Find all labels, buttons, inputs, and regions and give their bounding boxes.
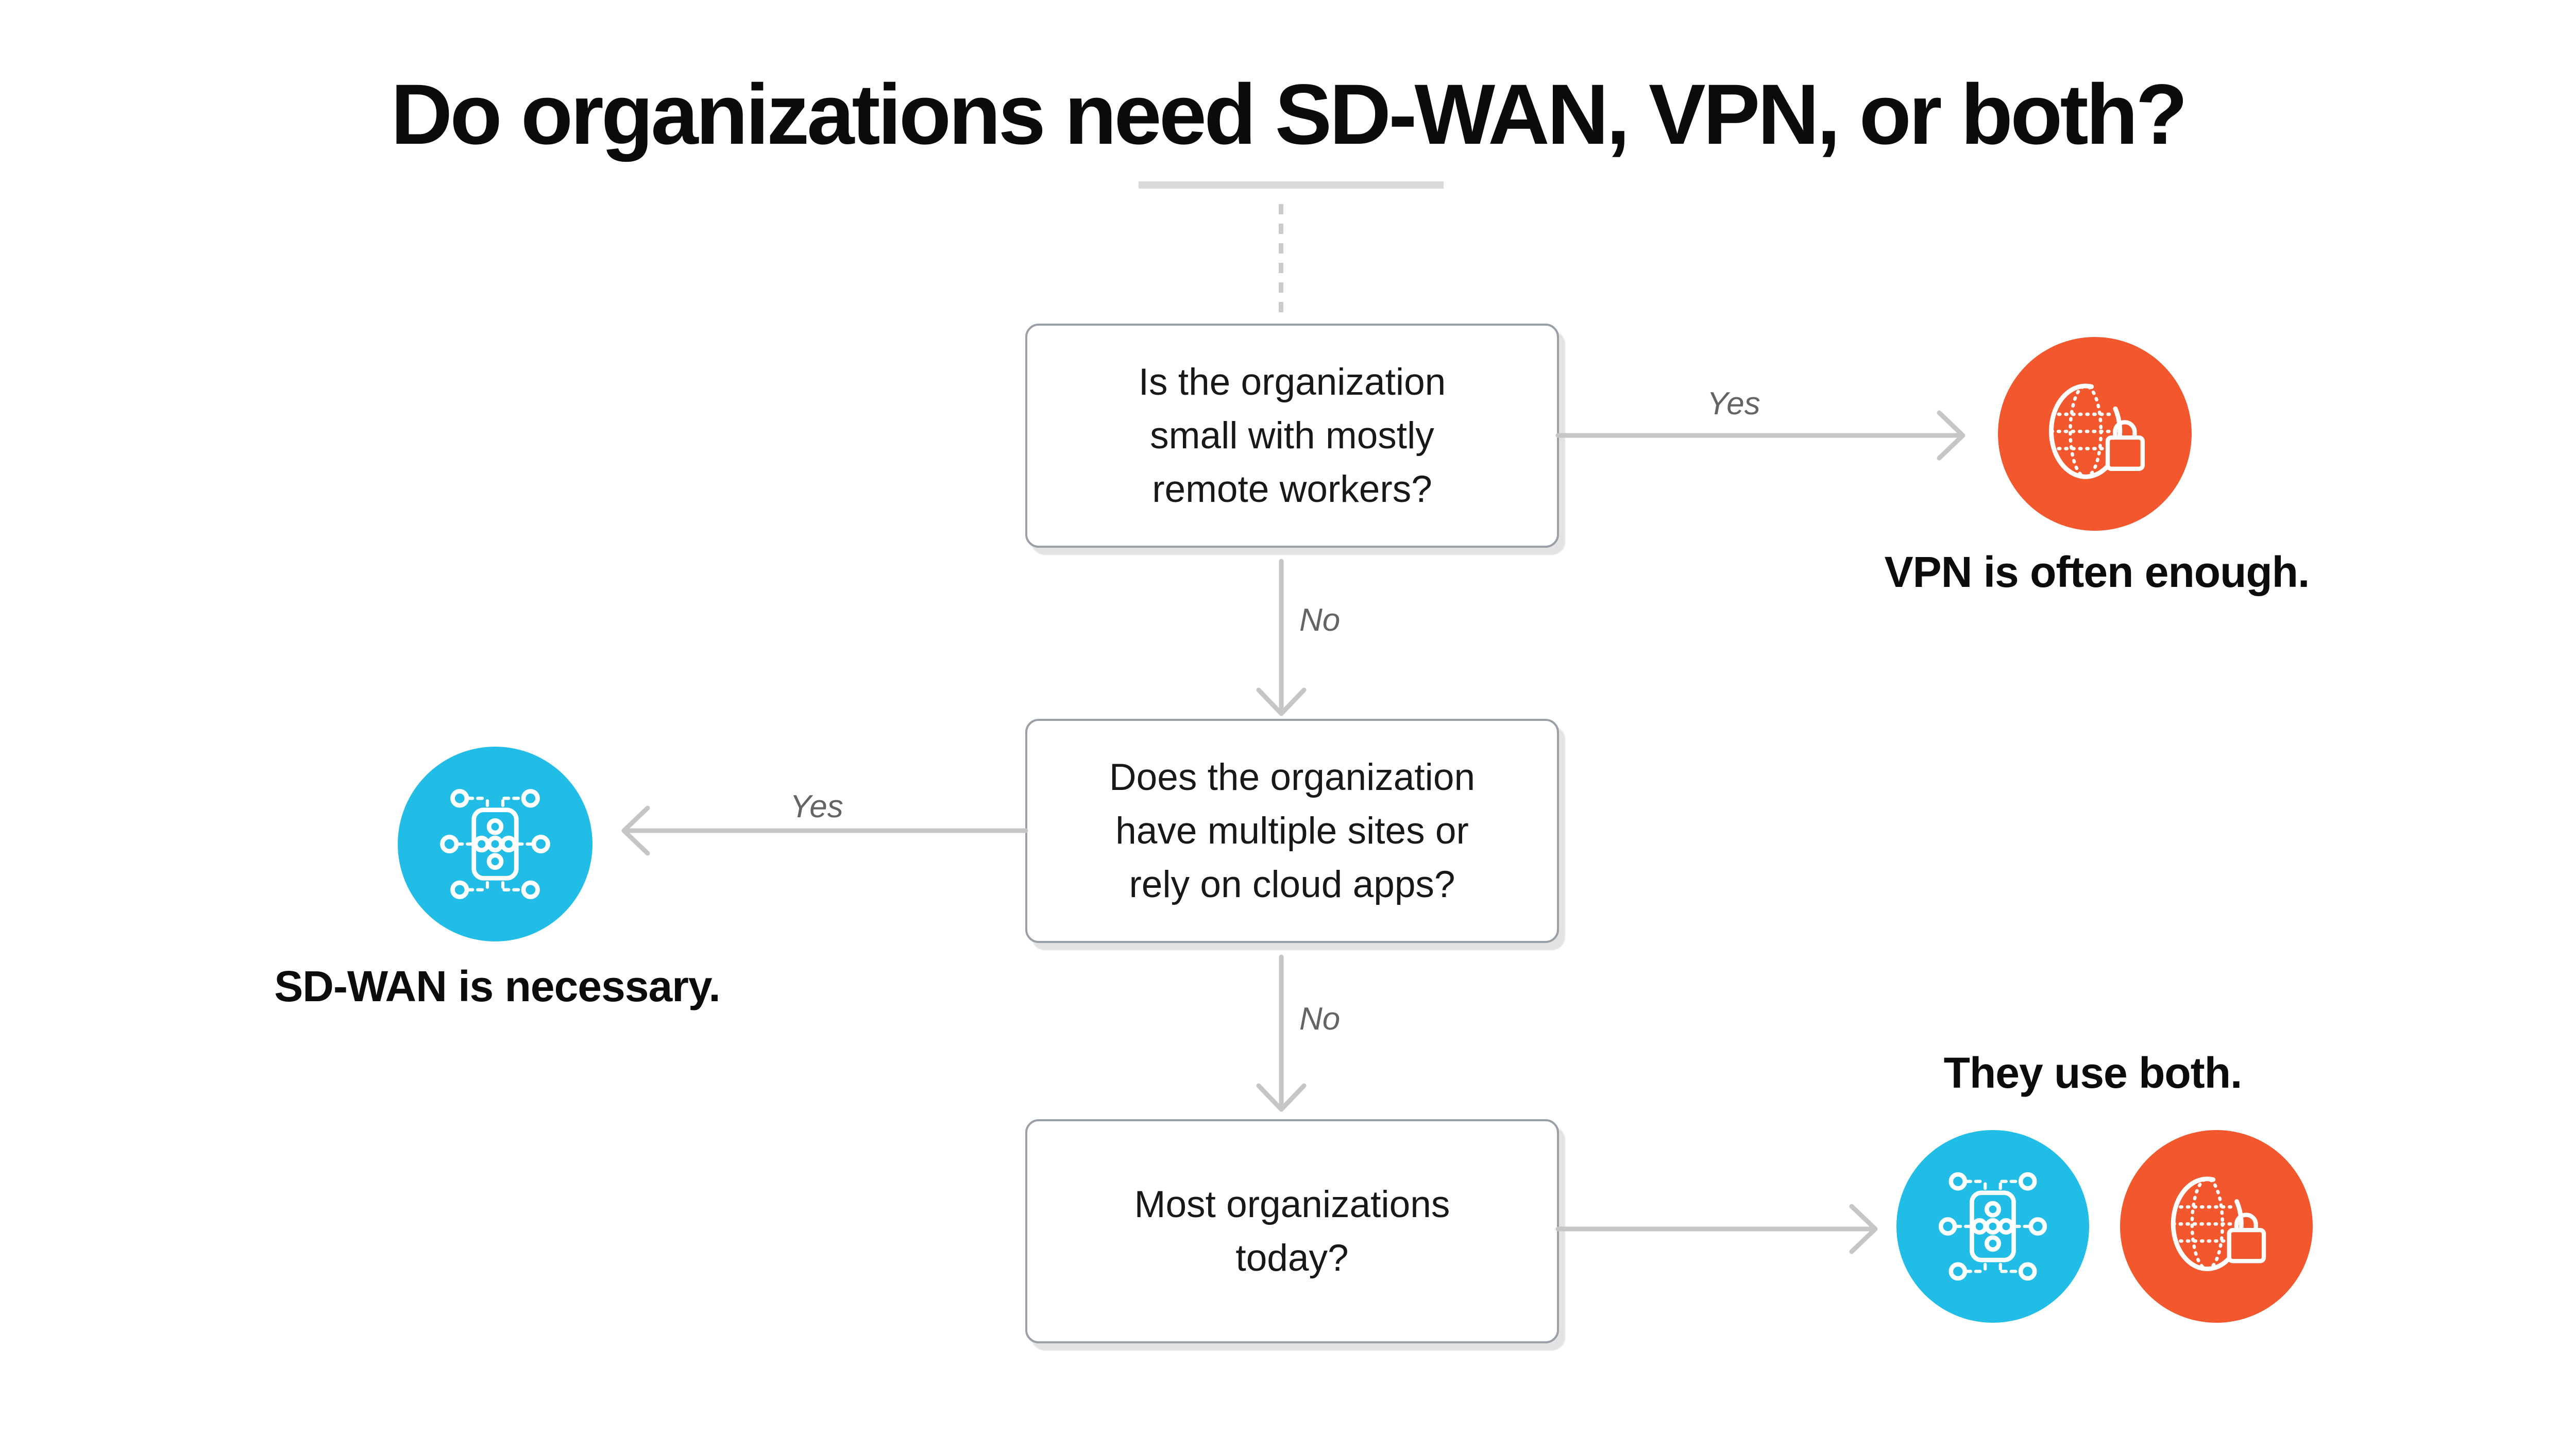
decision-box-small-org: Is the organization small with mostly re… (1025, 324, 1559, 548)
network-nodes-icon (1938, 1172, 2047, 1281)
vpn-outcome-circle (1998, 337, 2192, 531)
decision-box-multi-site: Does the organization have multiple site… (1025, 719, 1559, 943)
decision-box-line: have multiple sites or (1115, 810, 1469, 852)
sdwan-outcome-circle (398, 747, 592, 941)
arrow-yes-to-sdwan (621, 805, 1028, 856)
decision-box-line: Does the organization (1109, 756, 1476, 798)
both-sdwan-circle (1896, 1130, 2089, 1323)
decision-box-line: small with mostly (1150, 414, 1434, 457)
label-no-2: No (1299, 1001, 1341, 1037)
dashed-connector-line (1279, 204, 1283, 315)
decision-box-most-orgs: Most organizations today? (1025, 1119, 1559, 1343)
network-nodes-icon (440, 789, 550, 899)
decision-box-line: rely on cloud apps? (1129, 863, 1455, 905)
decision-box-line: today? (1235, 1237, 1349, 1279)
both-outcome-label: They use both. (1943, 1049, 2243, 1097)
globe-lock-icon (2049, 383, 2145, 479)
vpn-outcome-label: VPN is often enough. (1884, 548, 2310, 596)
decision-box-line: Most organizations (1134, 1183, 1450, 1225)
label-yes-1: Yes (1707, 386, 1760, 422)
arrow-no-down-1 (1256, 559, 1307, 716)
arrow-yes-to-vpn (1555, 410, 1965, 461)
arrow-no-down-2 (1256, 954, 1307, 1112)
label-yes-2: Yes (790, 789, 843, 824)
decision-box-line: remote workers? (1152, 468, 1432, 510)
arrow-to-both (1555, 1204, 1878, 1254)
sdwan-outcome-label: SD-WAN is necessary. (274, 962, 721, 1010)
label-no-1: No (1299, 602, 1341, 638)
page-title: Do organizations need SD-WAN, VPN, or bo… (391, 67, 2188, 162)
title-connector-bar (1139, 181, 1444, 189)
both-vpn-circle (2120, 1130, 2313, 1323)
globe-lock-icon (2171, 1176, 2266, 1271)
decision-box-line: Is the organization (1138, 361, 1446, 403)
